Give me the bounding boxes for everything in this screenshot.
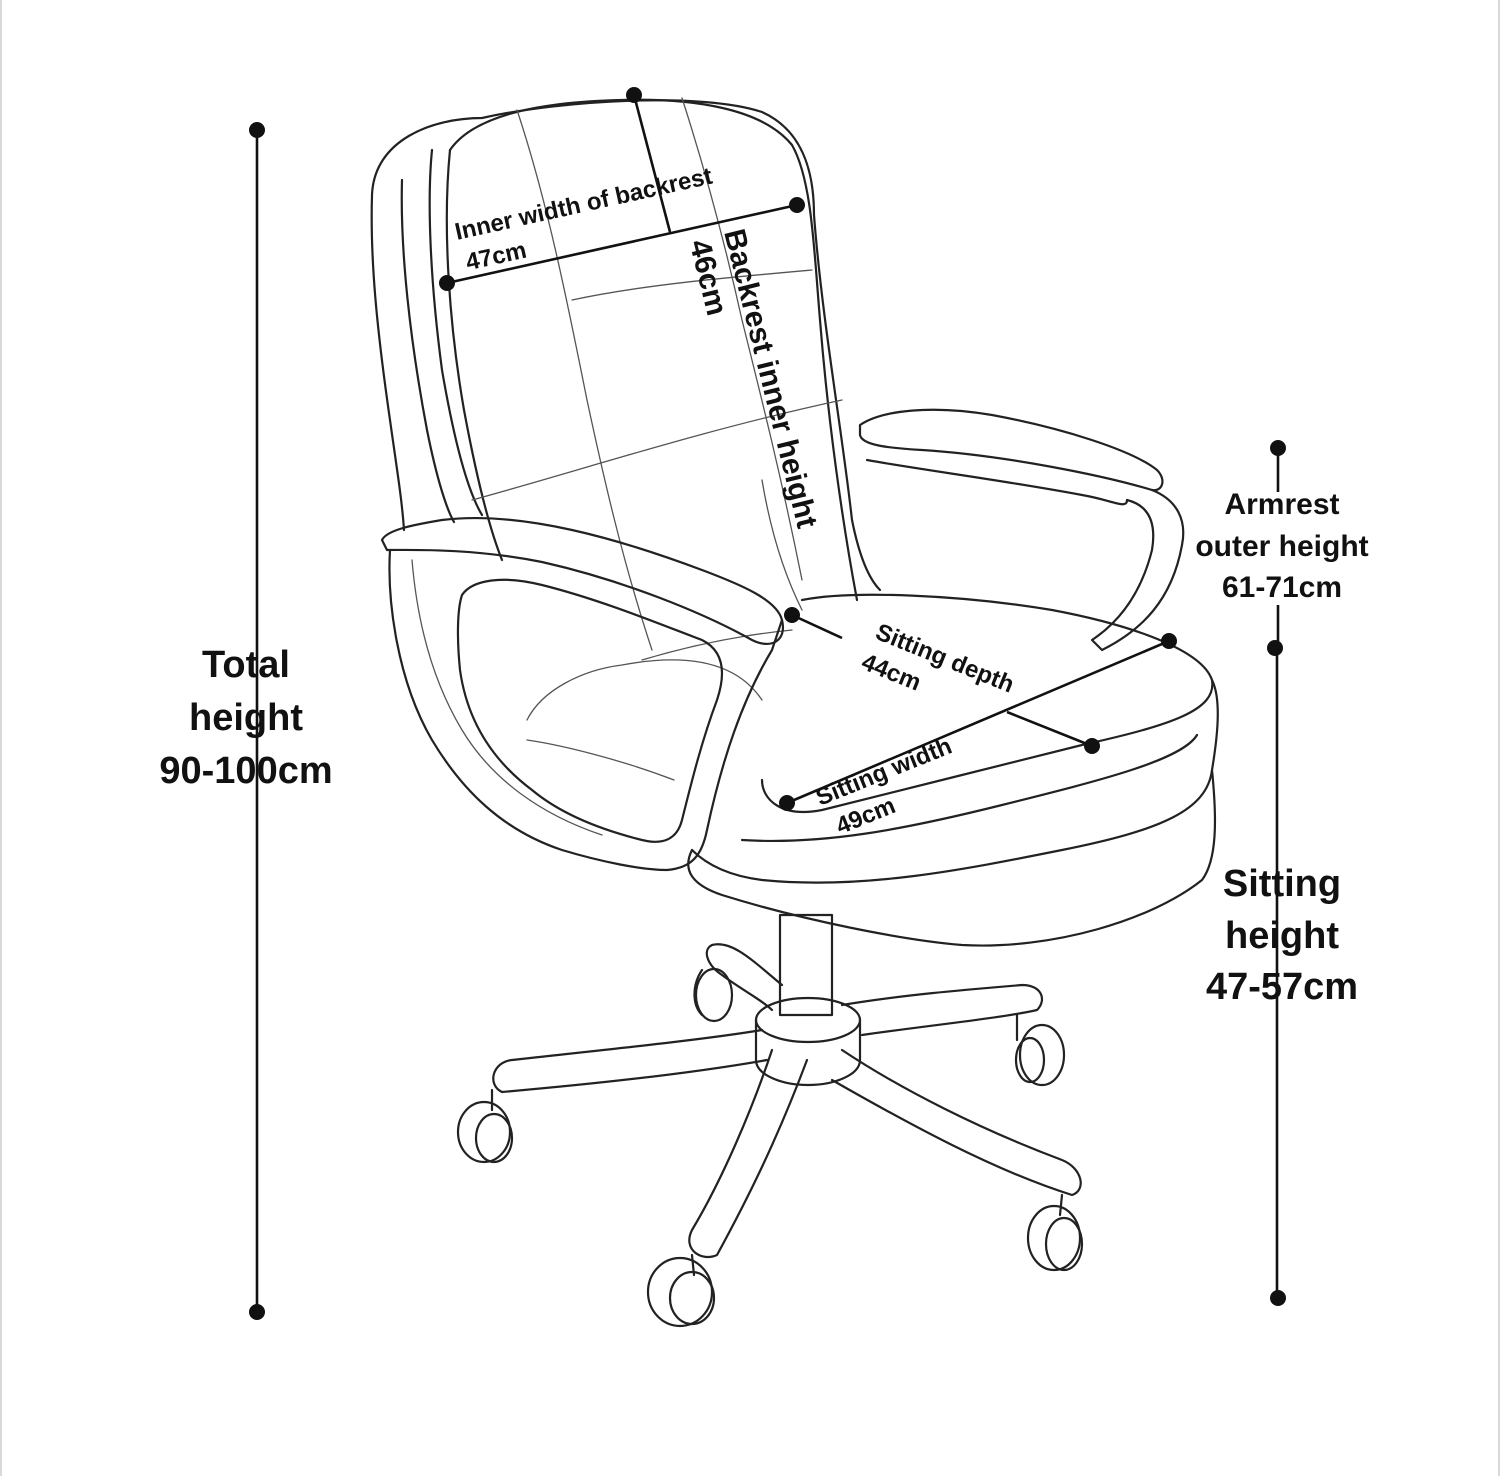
backrest-cushion bbox=[448, 98, 859, 602]
backrest-height-title: Backrest inner height bbox=[717, 226, 823, 532]
gas-lift-column bbox=[778, 913, 834, 1017]
total-height-top-dot bbox=[249, 122, 265, 138]
backrest-width-right-dot bbox=[789, 197, 805, 213]
right-armrest-inner bbox=[865, 458, 1129, 506]
backrest-outer-side bbox=[370, 193, 406, 532]
left-armrest-seam bbox=[411, 559, 603, 836]
sitting-depth-line-back bbox=[791, 613, 843, 640]
backrest-height-line bbox=[632, 94, 672, 233]
left-armrest-pad bbox=[380, 516, 785, 646]
left-armrest-inner bbox=[456, 578, 724, 843]
sitting-depth-front-dot bbox=[1084, 738, 1100, 754]
sitting-height-line1: Sitting bbox=[1223, 863, 1341, 905]
seat-base bbox=[687, 768, 1217, 947]
base-leg-front bbox=[688, 1048, 809, 1258]
base-leg-left bbox=[492, 1028, 769, 1094]
seat-cushion-top bbox=[760, 593, 1214, 813]
seat-cushion-front bbox=[690, 678, 1219, 884]
total-height-bottom-dot bbox=[249, 1304, 265, 1320]
base-leg-back-left bbox=[705, 943, 784, 1012]
caster-left bbox=[456, 1088, 514, 1164]
backrest-shell bbox=[370, 99, 882, 592]
backrest-side-panel bbox=[400, 178, 456, 524]
sitting-width-left-dot bbox=[779, 795, 795, 811]
backrest-seam-5 bbox=[761, 479, 803, 611]
base-leg-right bbox=[830, 1048, 1082, 1197]
office-chair-drawing bbox=[370, 97, 1219, 1328]
left-armrest-seam-2 bbox=[526, 739, 675, 781]
left-armrest-outer bbox=[388, 548, 784, 872]
caster-back-right bbox=[1014, 1013, 1066, 1087]
sitting-height-bottom-dot bbox=[1270, 1290, 1286, 1306]
armrest-label-line1: Armrest bbox=[1224, 488, 1339, 521]
total-height-line2: height bbox=[189, 697, 303, 739]
backrest-side-panel-2 bbox=[428, 148, 484, 517]
caster-right bbox=[1026, 1193, 1084, 1272]
seat-cushion-lip bbox=[740, 733, 1199, 843]
armrest-label-value: 61-71cm bbox=[1222, 571, 1342, 604]
total-height-value: 90-100cm bbox=[159, 750, 332, 792]
caster-front bbox=[646, 1253, 716, 1328]
sitting-width-right-dot bbox=[1161, 633, 1177, 649]
seat-seam-back bbox=[641, 629, 793, 661]
total-height-line1: Total bbox=[202, 644, 290, 686]
dimension-markers bbox=[249, 87, 1286, 1320]
backrest-width-line bbox=[446, 203, 798, 285]
backrest-seam-3 bbox=[571, 269, 813, 301]
backrest-height-top-dot bbox=[626, 87, 642, 103]
caster-back-left bbox=[693, 967, 734, 1023]
armrest-height-bottom-dot bbox=[1267, 640, 1283, 656]
backrest-seam-1 bbox=[516, 109, 653, 651]
base-hub-side bbox=[754, 1018, 862, 1087]
right-armrest-support bbox=[1090, 488, 1185, 652]
backrest-seam-2 bbox=[681, 97, 803, 581]
backrest-seam-4 bbox=[471, 399, 843, 501]
right-armrest-pad bbox=[858, 408, 1164, 492]
sitting-depth-line bbox=[1006, 710, 1093, 748]
backrest-width-left-dot bbox=[439, 275, 455, 291]
armrest-label-line2: outer height bbox=[1195, 530, 1368, 563]
sitting-width-line bbox=[786, 639, 1170, 805]
base-leg-back-right bbox=[840, 983, 1044, 1037]
sitting-height-line2: height bbox=[1225, 915, 1339, 957]
armrest-height-top-dot bbox=[1270, 440, 1286, 456]
sitting-height-value: 47-57cm bbox=[1206, 966, 1358, 1008]
seat-seam-left bbox=[526, 659, 763, 721]
backrest-cushion-left bbox=[445, 148, 504, 562]
